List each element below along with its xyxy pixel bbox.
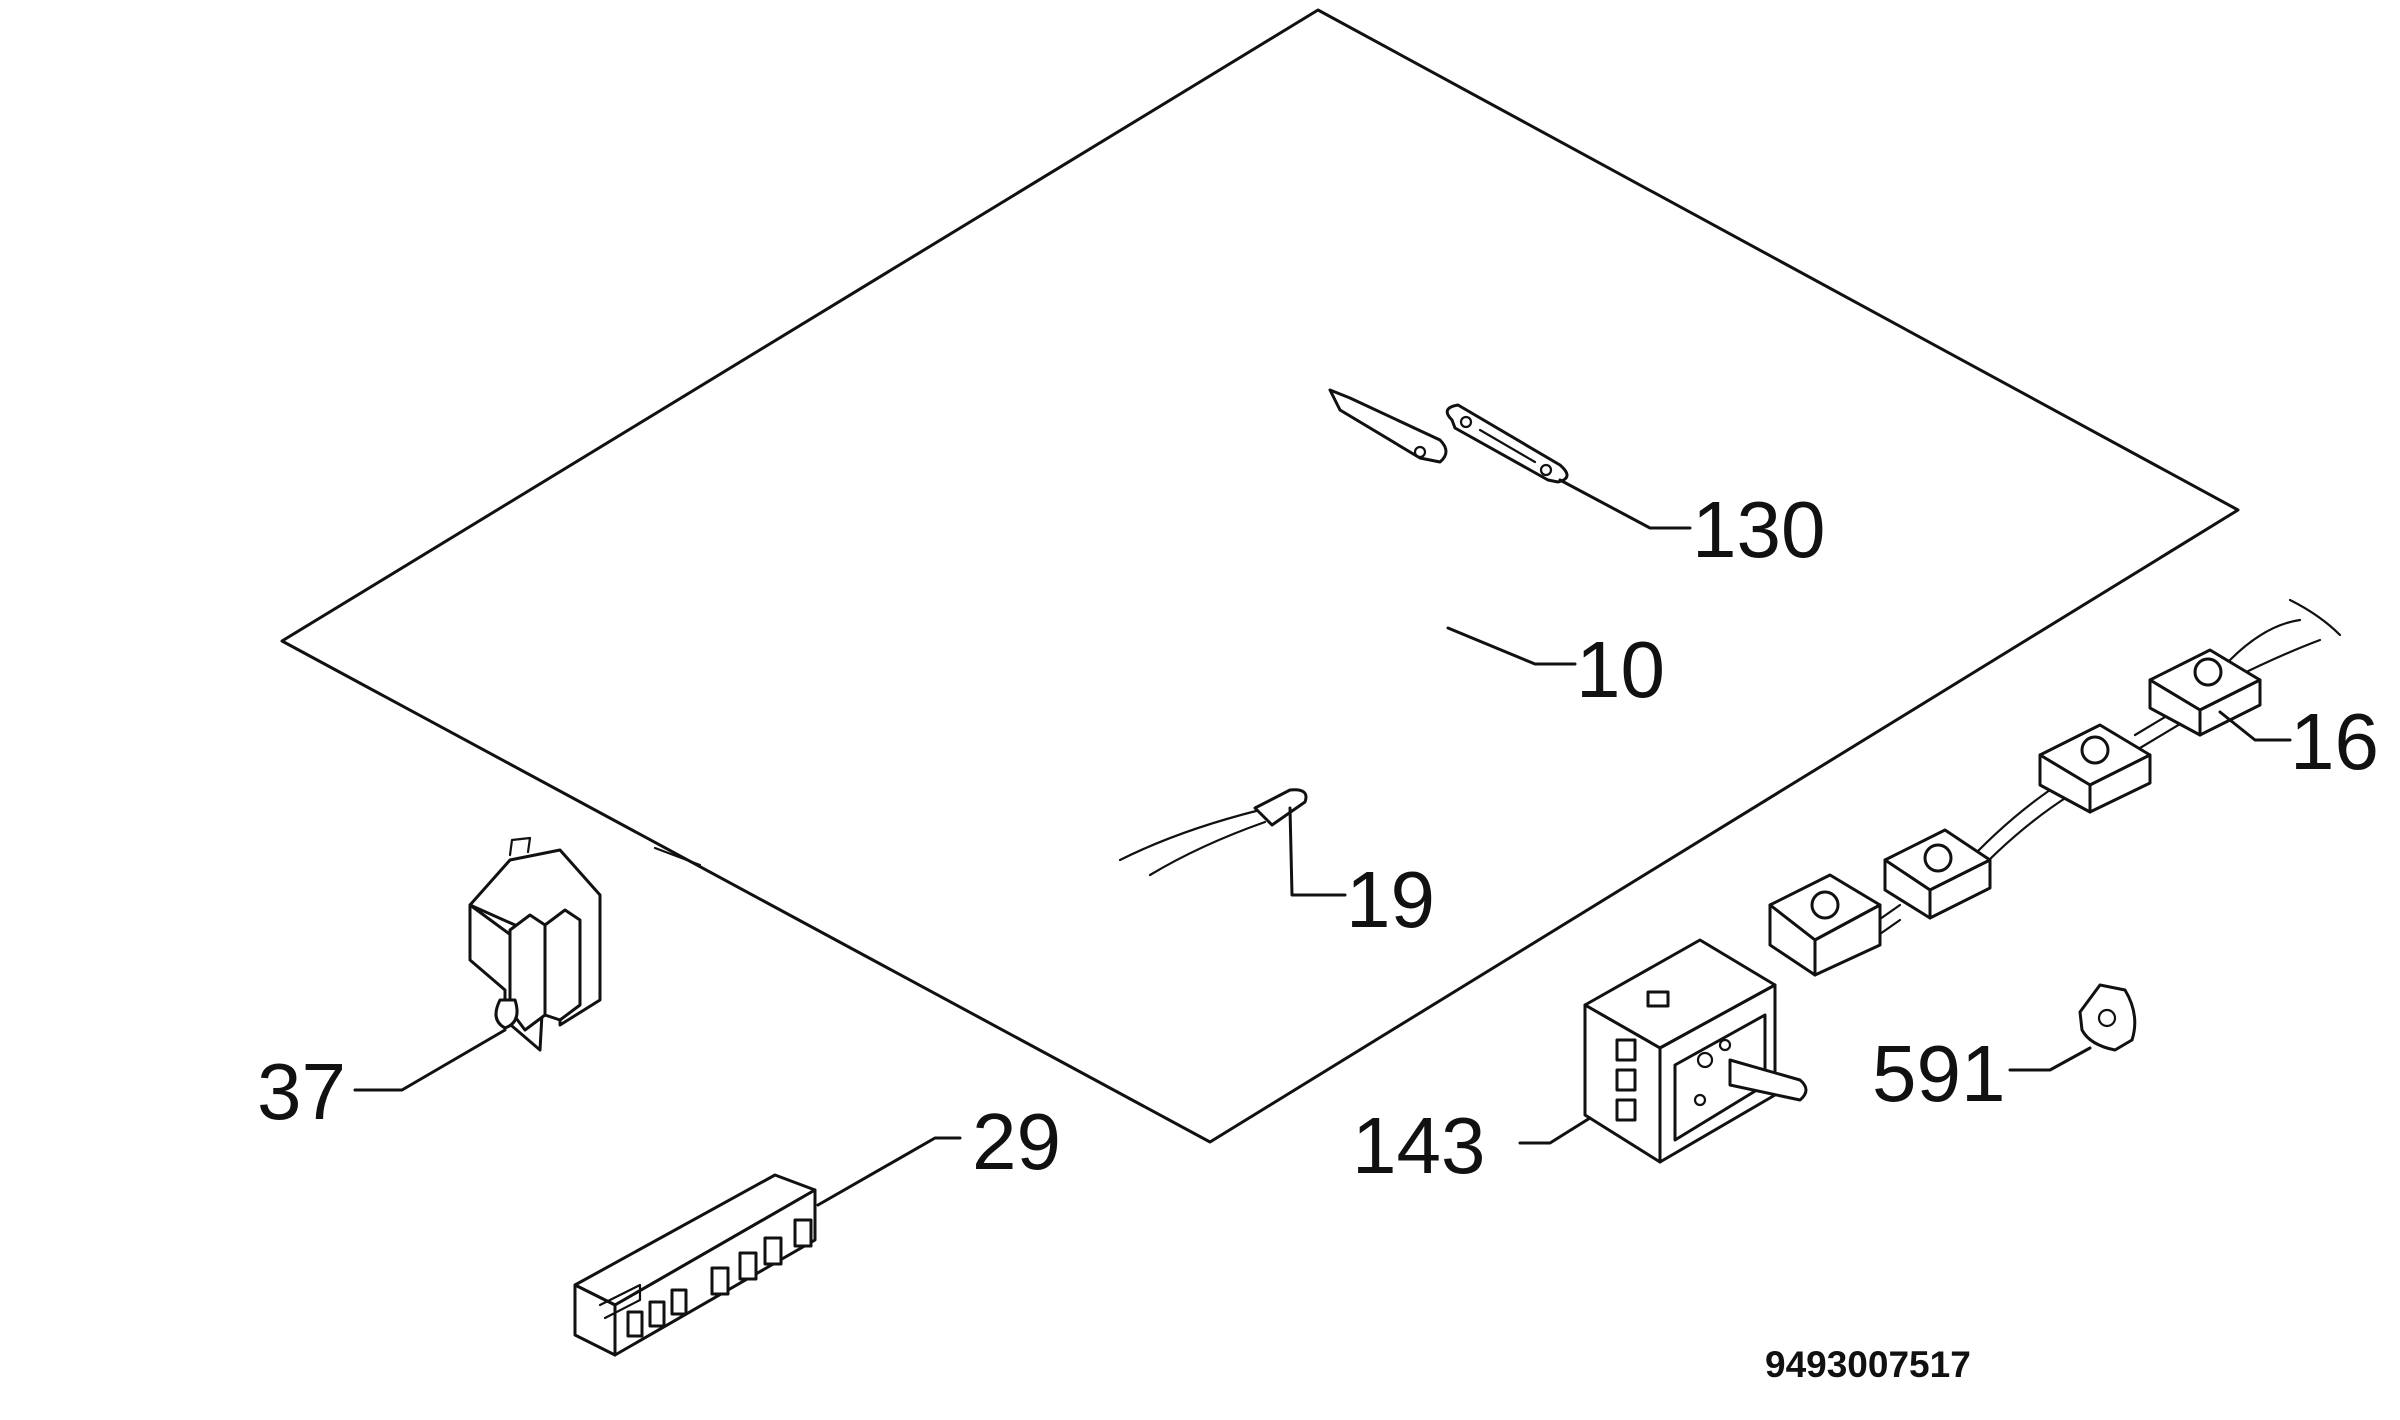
callout-591: 591 — [1872, 1029, 2006, 1118]
heating-element-part-10 — [855, 311, 1549, 716]
callout-130: 130 — [1692, 485, 1826, 574]
top-plate-outline — [280, 8, 2240, 1144]
diagram-code: 9493007517 — [1765, 1344, 1971, 1385]
leader-lines — [353, 478, 2292, 1207]
sensor-part-19 — [1118, 788, 1308, 877]
bracket-part-130 — [1445, 403, 1569, 484]
callout-10: 10 — [1576, 625, 1665, 714]
washer-part-591 — [2078, 983, 2137, 1052]
cable-harness-part-16 — [1768, 598, 2342, 977]
selector-switch-part-143 — [1583, 938, 1808, 1164]
callout-29: 29 — [972, 1097, 1061, 1186]
callout-143: 143 — [1352, 1101, 1486, 1190]
plate-seam-detail — [653, 846, 702, 867]
callout-16: 16 — [2290, 697, 2379, 786]
ignition-module-part-29 — [573, 1173, 817, 1357]
callout-19: 19 — [1346, 855, 1435, 944]
clip-bracket-part-37 — [468, 836, 602, 1052]
callout-37: 37 — [257, 1047, 346, 1136]
